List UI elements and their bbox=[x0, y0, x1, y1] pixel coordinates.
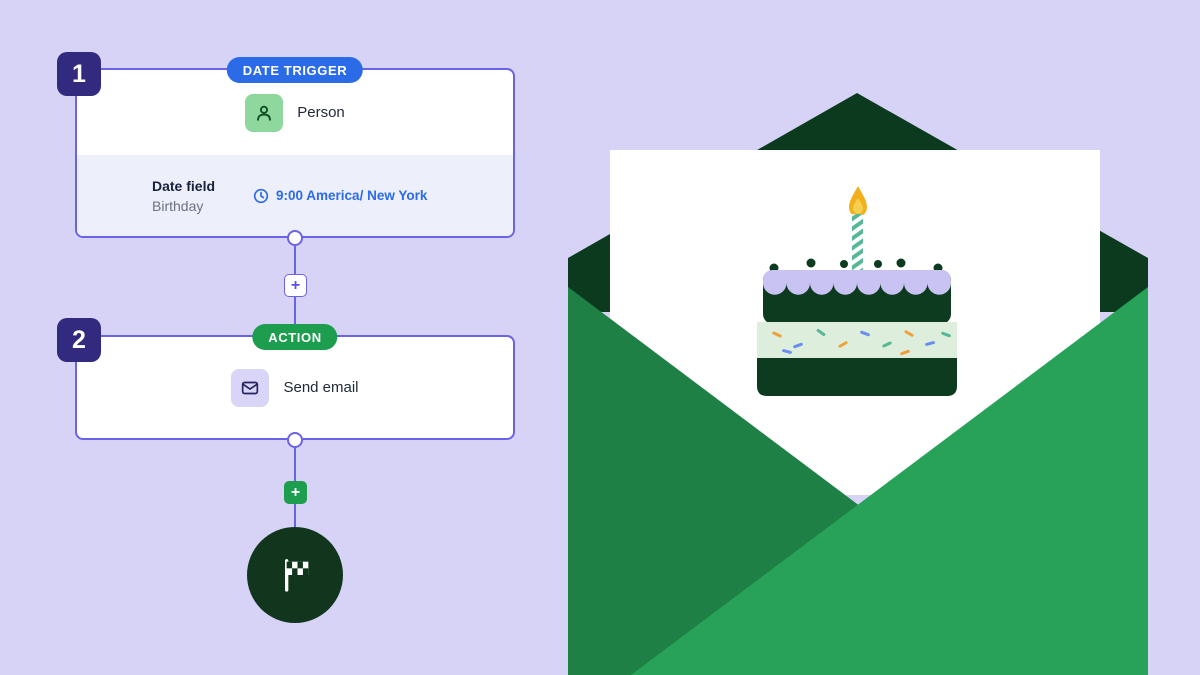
step-number-1: 1 bbox=[57, 52, 101, 96]
birthday-cake-illustration bbox=[757, 186, 957, 396]
clock-icon bbox=[253, 188, 269, 204]
add-step-button[interactable]: + bbox=[284, 274, 307, 297]
cake-berry bbox=[806, 258, 816, 268]
cake-icing bbox=[763, 270, 951, 295]
schedule-text: 9:00 America/ New York bbox=[276, 188, 428, 203]
checkered-flag-icon bbox=[275, 555, 315, 595]
date-field-block: Date field Birthday bbox=[152, 178, 215, 214]
trigger-output-port bbox=[287, 230, 303, 246]
trigger-pill: DATE TRIGGER bbox=[226, 57, 364, 83]
trigger-node-label: Person bbox=[297, 104, 345, 121]
cake-berry bbox=[874, 260, 882, 268]
candle bbox=[852, 214, 863, 271]
trigger-detail-row: Date field Birthday 9:00 America/ New Yo… bbox=[77, 155, 513, 236]
person-icon bbox=[245, 93, 284, 132]
workflow-end-node bbox=[247, 527, 343, 623]
date-field-value: Birthday bbox=[152, 197, 204, 214]
action-node-label: Send email bbox=[283, 379, 359, 396]
envelope-illustration bbox=[568, 93, 1148, 675]
cake-berry bbox=[896, 258, 906, 268]
action-output-port bbox=[287, 432, 303, 448]
add-action-button[interactable]: + bbox=[284, 481, 307, 504]
envelope-front-right-fold bbox=[631, 287, 1148, 675]
cake-bottom-layer bbox=[757, 358, 957, 396]
date-field-label: Date field bbox=[152, 177, 216, 194]
schedule-link[interactable]: 9:00 America/ New York bbox=[253, 188, 427, 204]
cake-top-layer bbox=[763, 270, 951, 324]
step-number-2: 2 bbox=[57, 318, 101, 362]
cake-sprinkles bbox=[772, 328, 951, 356]
step-number-1-label: 1 bbox=[72, 59, 86, 88]
step-number-2-label: 2 bbox=[72, 325, 86, 354]
cake-berry bbox=[840, 260, 848, 268]
candle-flame-inner bbox=[853, 198, 863, 214]
envelope-icon bbox=[231, 368, 270, 407]
trigger-card[interactable]: DATE TRIGGER Person Date field Birthday bbox=[75, 57, 515, 238]
trigger-node-row: Person bbox=[77, 70, 513, 155]
action-pill: ACTION bbox=[252, 324, 338, 350]
action-card[interactable]: ACTION Send email bbox=[75, 324, 515, 440]
